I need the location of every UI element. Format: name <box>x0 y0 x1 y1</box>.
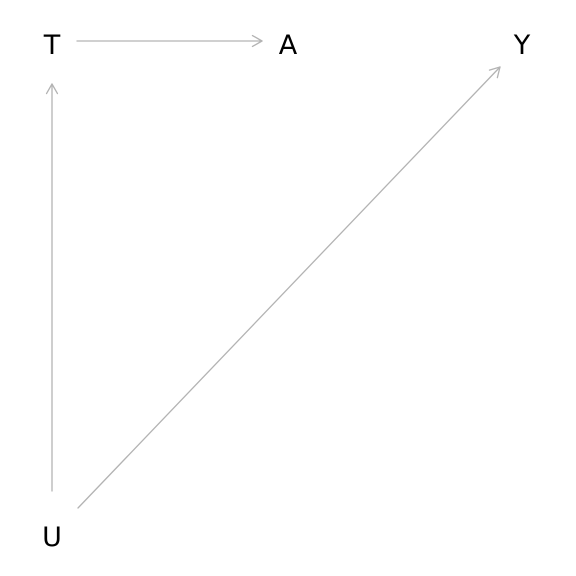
edge-u-y <box>77 66 501 509</box>
arrowhead-u-y-icon <box>488 66 501 79</box>
arrowhead-u-t-icon <box>45 83 59 95</box>
node-y-label: Y <box>513 30 531 61</box>
arrowhead-t-a-icon <box>251 34 263 48</box>
edges <box>45 34 501 509</box>
node-t-label: T <box>43 30 61 61</box>
node-u-label: U <box>42 522 62 553</box>
node-a-label: A <box>279 30 298 61</box>
